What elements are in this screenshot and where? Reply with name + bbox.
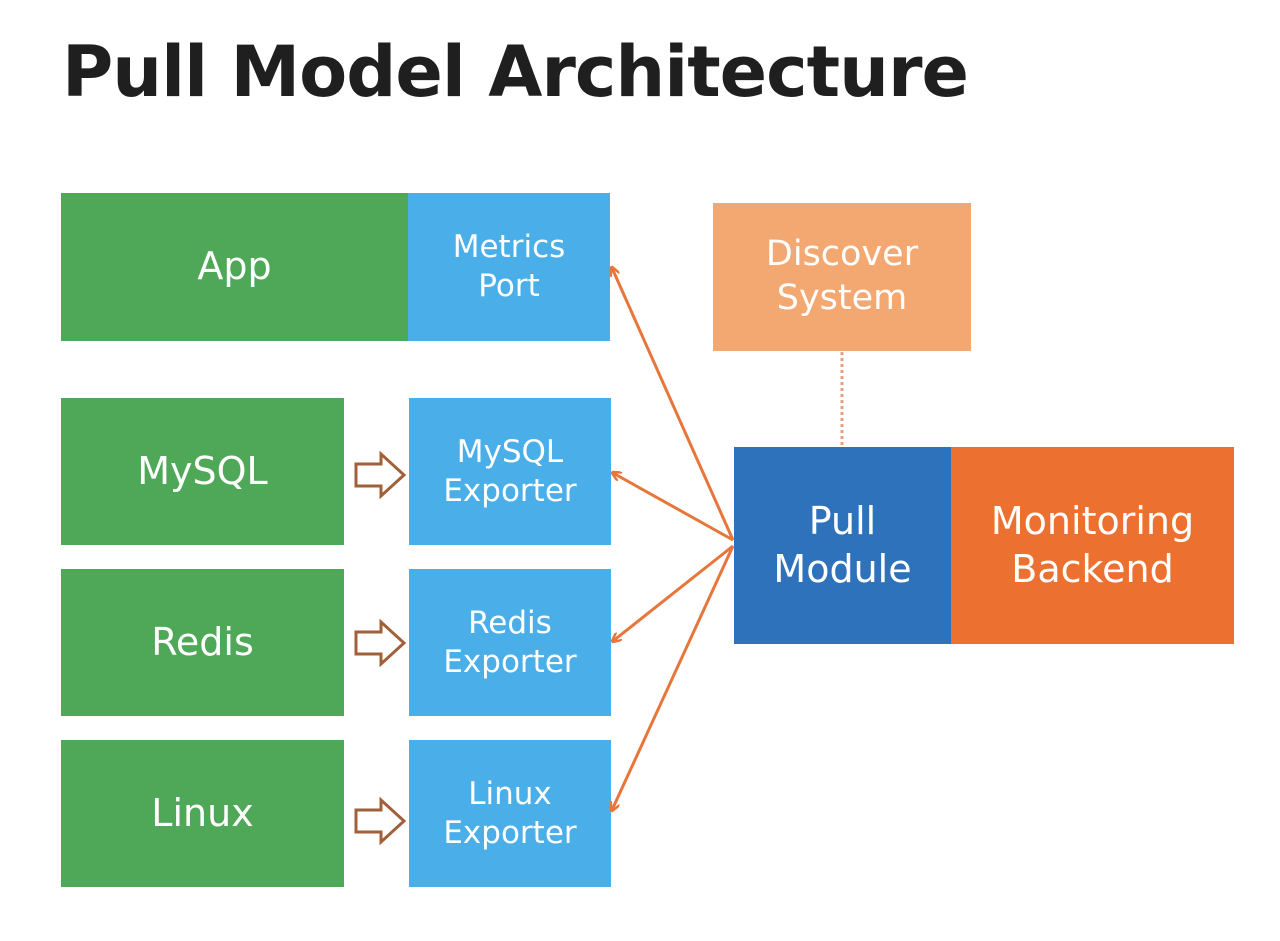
page-title: Pull Model Architecture [62, 31, 969, 113]
hollow-arrow-mysql [354, 450, 407, 500]
pull-module-box: Pull Module [734, 447, 951, 644]
discover-system-box: Discover System [713, 203, 971, 351]
pull-arrow-metrics-port [612, 268, 735, 541]
app-box: App [61, 193, 408, 341]
monitoring-backend-box: Monitoring Backend [951, 447, 1234, 644]
pull-arrow-redis-exporter [613, 544, 734, 641]
linux-box: Linux [61, 740, 344, 887]
metrics-port-box: Metrics Port [408, 193, 610, 341]
hollow-arrow-linux [354, 796, 407, 846]
hollow-arrow-redis [354, 618, 407, 668]
mysql-exporter-box: MySQL Exporter [409, 398, 611, 545]
redis-exporter-box: Redis Exporter [409, 569, 611, 716]
pull-arrow-mysql-exporter [613, 473, 734, 542]
redis-box: Redis [61, 569, 344, 716]
pull-arrow-linux-exporter [612, 545, 735, 810]
linux-exporter-box: Linux Exporter [409, 740, 611, 887]
mysql-box: MySQL [61, 398, 344, 545]
